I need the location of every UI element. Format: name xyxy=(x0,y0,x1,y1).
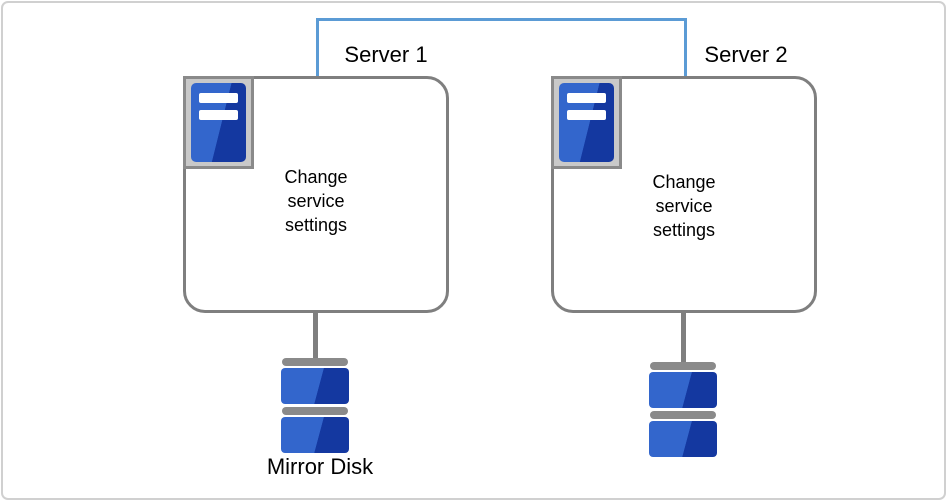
drive-slot-icon xyxy=(567,93,606,103)
drive-slot-icon xyxy=(199,110,238,120)
server1-action-text: Change service settings xyxy=(284,167,348,235)
disk-platter xyxy=(281,417,349,453)
disk-platter xyxy=(649,421,717,457)
server2-label: Server 2 xyxy=(704,42,788,67)
server-tower-icon xyxy=(191,83,246,162)
server2-disk-link xyxy=(681,312,686,363)
server1-icon-plate xyxy=(183,76,254,169)
disk-platter xyxy=(281,368,349,404)
disk-stack-icon xyxy=(281,358,349,453)
mirror-disk-label: Mirror Disk xyxy=(266,454,374,479)
drive-slot-icon xyxy=(199,93,238,103)
server2-action-text: Change service settings xyxy=(652,172,716,240)
disk-cap-bar xyxy=(650,411,716,419)
server-tower-icon xyxy=(559,83,614,162)
drive-slot-icon xyxy=(567,110,606,120)
server1-label: Server 1 xyxy=(344,42,428,67)
disk-cap-bar xyxy=(650,362,716,370)
server1-disk-link xyxy=(313,312,318,359)
server2-icon-plate xyxy=(551,76,622,169)
disk-stack-icon xyxy=(649,362,717,457)
disk-cap-bar xyxy=(282,358,348,366)
interconnect-line xyxy=(316,18,687,76)
disk-platter xyxy=(649,372,717,408)
disk-cap-bar xyxy=(282,407,348,415)
